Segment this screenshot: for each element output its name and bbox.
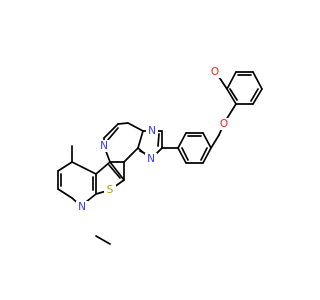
bond (200, 147, 208, 161)
bond (177, 132, 187, 149)
bond (137, 130, 144, 149)
bond (106, 127, 119, 142)
bond (177, 147, 187, 164)
atom-label-layer: N N N N S O O (76, 66, 230, 213)
atom-label-nitrogen: N (78, 201, 86, 213)
bond (123, 147, 139, 163)
atom-label-nitrogen: N (100, 140, 108, 152)
bond (220, 79, 228, 90)
bond (202, 132, 212, 149)
bond (71, 161, 97, 175)
atom-label-background (146, 125, 158, 137)
bond (95, 235, 111, 245)
bond (181, 147, 189, 161)
bond (250, 88, 259, 102)
bond (210, 134, 220, 149)
atom-label-oxygen: O (211, 66, 219, 78)
molecule-drawing: N N N N S O O (57, 66, 263, 245)
atom-label-nitrogen: N (148, 125, 156, 137)
bond (109, 161, 125, 181)
bond (157, 133, 160, 147)
atom-label-background (104, 184, 116, 196)
bond (95, 161, 111, 175)
bond (226, 71, 237, 90)
bond (57, 161, 73, 172)
bond (127, 122, 144, 132)
atom-label-oxygen: O (220, 118, 228, 130)
atom-label-background (98, 140, 110, 152)
atom-label-nitrogen: N (147, 153, 155, 165)
molecule-canvas: N N N N S O O (57, 66, 263, 245)
atom-label-background (76, 201, 88, 213)
bond-layer (57, 71, 263, 245)
bond (108, 164, 121, 179)
bond (225, 103, 237, 121)
bond (202, 147, 212, 164)
bond (229, 88, 238, 101)
atom-label-background (209, 66, 221, 78)
bond (252, 88, 263, 105)
bond (226, 88, 237, 105)
bond (103, 123, 119, 139)
bond (57, 188, 73, 199)
bond (117, 122, 129, 125)
atom-label-background (145, 153, 157, 165)
atom-label-background (218, 118, 230, 130)
bond (252, 71, 263, 90)
atom-label-sulfur: S (107, 184, 114, 196)
